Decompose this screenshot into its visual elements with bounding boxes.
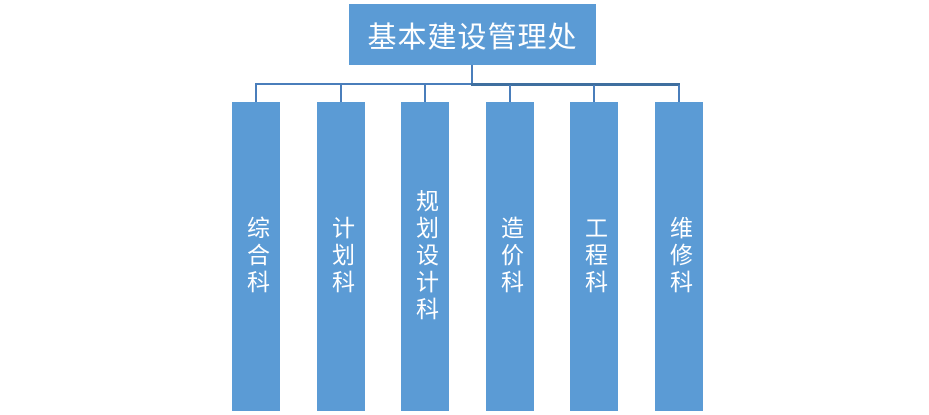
dept-node: 综合科 [232,102,280,411]
dept-node: 工程科 [570,102,618,411]
root-node: 基本建设管理处 [349,4,596,65]
connector-root-stub [471,65,473,84]
dept-node-label: 维修科 [666,216,693,297]
connector-drop [424,85,426,102]
dept-node-label: 计划科 [328,216,355,297]
connector-horizontal-right [471,83,680,86]
connector-drop [509,85,511,102]
dept-node-label: 规划设计科 [412,189,439,324]
connector-drop [340,85,342,102]
connector-drop [678,85,680,102]
dept-node-label: 工程科 [581,216,608,297]
dept-node: 规划设计科 [401,102,449,411]
dept-node-label: 造价科 [497,216,524,297]
connector-horizontal-left [255,83,472,85]
connector-drop [593,85,595,102]
root-node-label: 基本建设管理处 [367,21,578,54]
connector-drop [255,85,257,102]
dept-node: 维修科 [655,102,703,411]
dept-node: 计划科 [317,102,365,411]
dept-node: 造价科 [486,102,534,411]
dept-node-label: 综合科 [243,216,270,297]
